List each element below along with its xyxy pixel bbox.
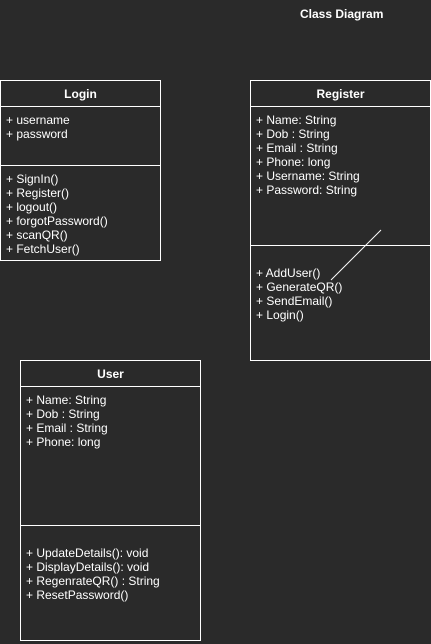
operation: + scanQR(): [6, 228, 68, 242]
operation: + Login(): [256, 308, 304, 322]
operation: + AddUser(): [256, 266, 321, 280]
attribute: + Dob : String: [26, 407, 100, 421]
stray-connector-line[interactable]: [330, 229, 382, 281]
operation: + RegenrateQR() : String: [26, 574, 160, 588]
attribute: + Email : String: [256, 141, 338, 155]
operation: + ResetPassword(): [26, 588, 129, 602]
diagram-title: Class Diagram: [300, 7, 384, 21]
class-name: Login: [1, 81, 160, 107]
attributes-section: + Name: String + Dob : String + Email : …: [251, 107, 430, 245]
attributes-section: + Name: String + Dob : String + Email : …: [21, 387, 200, 525]
operation: + Register(): [6, 186, 70, 200]
attribute: + Password: String: [256, 183, 358, 197]
class-login[interactable]: Login + username + password + SignIn() +…: [0, 80, 161, 261]
operations-section: + UpdateDetails(): void + DisplayDetails…: [21, 525, 200, 602]
attribute: + Phone: long: [256, 155, 331, 169]
operation: + SignIn(): [6, 172, 59, 186]
attribute: + Dob : String: [256, 127, 330, 141]
class-register[interactable]: Register + Name: String + Dob : String +…: [250, 80, 431, 361]
attributes-section: + username + password: [1, 107, 160, 165]
class-name: Register: [251, 81, 430, 107]
operation: + GenerateQR(): [256, 280, 343, 294]
attribute: + password: [6, 127, 68, 141]
attribute: + Phone: long: [26, 435, 101, 449]
attribute: + Name: String: [26, 393, 107, 407]
operation: + UpdateDetails(): void: [26, 546, 149, 560]
operations-section: + AddUser() + GenerateQR() + SendEmail()…: [251, 245, 430, 322]
operation: + SendEmail(): [256, 294, 333, 308]
operation: + DisplayDetails(): void: [26, 560, 150, 574]
attribute: + Email : String: [26, 421, 108, 435]
class-user[interactable]: User + Name: String + Dob : String + Ema…: [20, 360, 201, 641]
operation: + forgotPassword(): [6, 214, 108, 228]
attribute: + Username: String: [256, 169, 360, 183]
attribute: + Name: String: [256, 113, 337, 127]
operations-section: + SignIn() + Register() + logout() + for…: [1, 165, 160, 256]
operation: + FetchUser(): [6, 242, 80, 256]
class-name: User: [21, 361, 200, 387]
operation: + logout(): [6, 200, 58, 214]
attribute: + username: [6, 113, 70, 127]
